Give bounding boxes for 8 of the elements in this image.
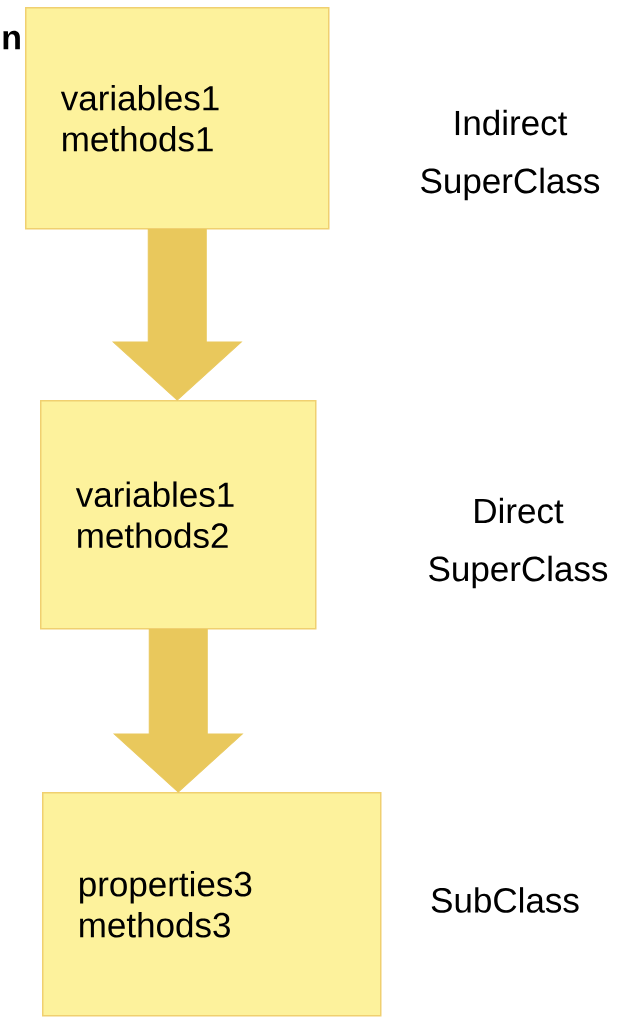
class-box: properties3 methods3	[42, 792, 382, 1017]
class-box: variables1 methods2	[40, 400, 317, 630]
class-label: Direct SuperClass	[429, 497, 608, 589]
class-label: SubClass	[431, 887, 579, 913]
block-arrow	[113, 629, 243, 793]
class-label: Indirect SuperClass	[421, 109, 600, 201]
class-box: variables1 methods1	[25, 7, 330, 230]
block-arrow	[112, 229, 242, 401]
